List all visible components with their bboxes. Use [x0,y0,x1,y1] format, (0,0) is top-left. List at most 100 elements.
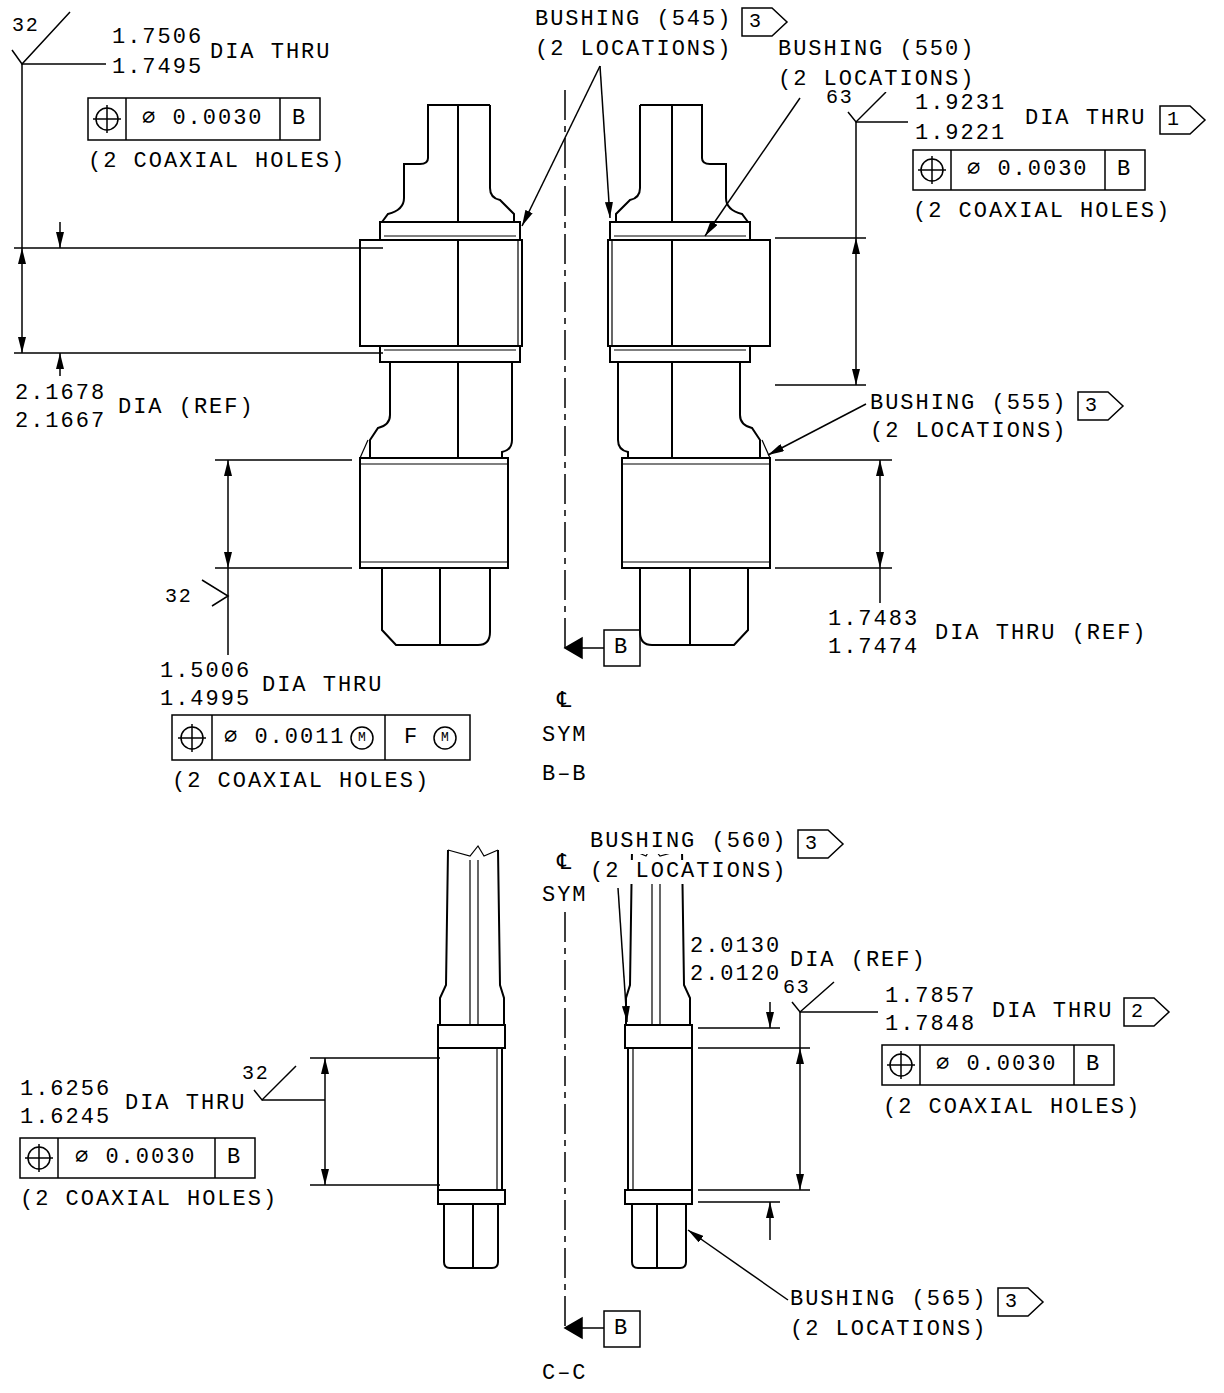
feature-control-frame [950,150,952,190]
dimension-text: 1.7848 [885,1013,976,1037]
section-title: C–C [542,1362,588,1386]
feature-control-frame [919,1045,921,1085]
feature-control-frame [211,715,213,760]
dimension-line [775,384,866,386]
part-outline [608,105,770,645]
note-text: SYM [542,884,588,908]
dimension-line [879,568,881,603]
note-flag [1124,998,1169,1026]
datum-symbol [604,1311,640,1347]
flag-number: 3 [1085,394,1099,418]
modifier-letter: M [441,731,450,745]
note-flag [1078,392,1123,420]
dimension-text: 1.6256 [20,1078,111,1102]
part-callout: BUSHING (545) [535,8,732,32]
datum-ref: B [227,1146,242,1170]
dimension-text: DIA THRU [992,1000,1113,1024]
flag-number: 1 [1167,108,1181,132]
dimension-line [14,352,383,354]
dimension-line [799,1012,801,1048]
center-line [564,912,566,1328]
datum-symbol [565,638,582,658]
note-text: (2 LOCATIONS) [870,420,1067,444]
dimension-text: DIA (REF) [118,396,255,420]
dimension-line [769,1002,771,1028]
dimension-text: 1.7474 [828,636,919,660]
feature-control-frame [384,715,386,760]
datum-ref: B [292,107,307,131]
dimension-line [848,92,886,122]
tolerance-value: ∅ 0.0030 [936,1053,1058,1077]
feature-control-frame [20,1138,255,1178]
feature-control-frame [38,1144,40,1172]
note-text: (2 COAXIAL HOLES) [88,150,346,174]
dimension-text: DIA THRU [262,674,383,698]
part-callout: BUSHING (550) [778,38,975,62]
dimension-line [21,248,23,353]
note-text: (2 LOCATIONS) [590,860,787,884]
part-outline [438,846,505,1268]
part-callout: BUSHING (555) [870,392,1067,416]
flag-number: 3 [749,10,763,34]
feature-control-frame [106,105,108,133]
dimension-text: 2.0120 [690,963,781,987]
center-line [564,90,566,648]
dimension-line [310,1184,440,1186]
feature-control-frame [172,715,470,760]
flag-number: 3 [1005,1290,1019,1314]
dimension-line [879,460,881,568]
dimension-line [12,12,908,1240]
note-text: (2 LOCATIONS) [535,38,732,62]
finish-value: 63 [783,976,811,1000]
dimension-line [59,353,61,376]
dimension-text: 1.7857 [885,985,976,1009]
dimension-text: 1.7495 [112,56,203,80]
note-text: (2 COAXIAL HOLES) [172,770,430,794]
feature-control-frame [1104,150,1106,190]
datum-symbol [582,1327,604,1329]
dimension-line [12,12,70,64]
dimension-text: 1.4995 [160,688,251,712]
part-callout: BUSHING (565) [790,1288,987,1312]
dimension-line [775,567,892,569]
dimension-line [227,460,229,568]
leader-line [705,98,800,236]
feature-control-frame [279,98,281,140]
leader-line [688,1230,788,1300]
dimension-text: DIA THRU (REF) [935,622,1148,646]
dimension-line [215,459,352,461]
feature-control-frame [88,98,320,140]
datum-symbol [582,647,604,649]
dimension-line [799,1048,801,1190]
dimension-line [855,122,857,238]
datum-ref: F [404,726,419,750]
dimension-line [262,1099,325,1101]
tolerance-value: ∅ 0.0030 [967,158,1089,182]
dimension-line [698,1027,780,1029]
note-text: (2 COAXIAL HOLES) [883,1096,1141,1120]
datum-letter: B [614,1317,629,1341]
dimension-line [698,1201,780,1203]
dimension-text: DIA THRU [125,1092,246,1116]
feature-control-frame [1073,1045,1075,1085]
dimension-line [769,1202,771,1240]
note-text: SYM [542,724,588,748]
note-text: (2 COAXIAL HOLES) [20,1188,278,1212]
dimension-text: 2.1678 [15,382,106,406]
dimension-text: 1.9231 [915,92,1006,116]
dimension-line [14,247,383,249]
dimension-line [324,1058,326,1185]
feature-control-frame [125,98,127,140]
dimension-line [22,63,106,65]
note-flag [1160,106,1205,134]
dimension-text: 1.5006 [160,660,251,684]
dimension-line [775,459,892,461]
dimension-text: DIA THRU [1025,107,1146,131]
finish-value: 32 [12,14,40,38]
leader-line [600,66,610,218]
feature-control-frame [351,727,373,749]
part-outline [360,105,522,645]
tolerance-value: ∅ 0.0011 [224,726,346,750]
dimension-line [800,1011,878,1013]
